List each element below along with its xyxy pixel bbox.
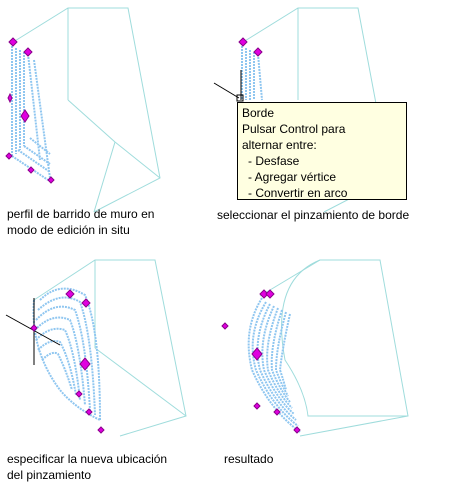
caption-result: resultado [224, 452, 274, 466]
edge-grip-tooltip: Borde Pulsar Control para alternar entre… [237, 102, 407, 200]
wall-sweep-drawing-3 [5, 259, 187, 437]
wall-sweep-drawing-1 [5, 7, 161, 213]
tooltip-option-offset: - Desfase [248, 154, 300, 168]
caption-select-edge: seleccionar el pinzamiento de borde [217, 208, 410, 222]
wall-sweep-drawing-2 [213, 7, 391, 213]
tooltip-option-convert-arc: - Convertir en arco [248, 186, 348, 200]
tooltip-title: Borde [242, 106, 275, 120]
caption-edit-mode: perfil de barrido de muro en modo de edi… [7, 207, 155, 237]
tooltip-option-add-vertex: - Agregar vértice [248, 170, 337, 184]
panel-new-location: especificar la nueva ubicación del pinza… [0, 240, 230, 482]
panel-select-edge: Borde Pulsar Control para alternar entre… [0, 0, 473, 230]
tooltip-line-1: Pulsar Control para [242, 122, 346, 136]
wall-sweep-drawing-4 [221, 259, 409, 437]
panel-edit-mode: perfil de barrido de muro en modo de edi… [0, 0, 230, 237]
panel-result: resultado [210, 240, 450, 466]
caption-new-location: especificar la nueva ubicación del pinza… [7, 452, 168, 482]
tooltip-line-2: alternar entre: [242, 138, 317, 152]
